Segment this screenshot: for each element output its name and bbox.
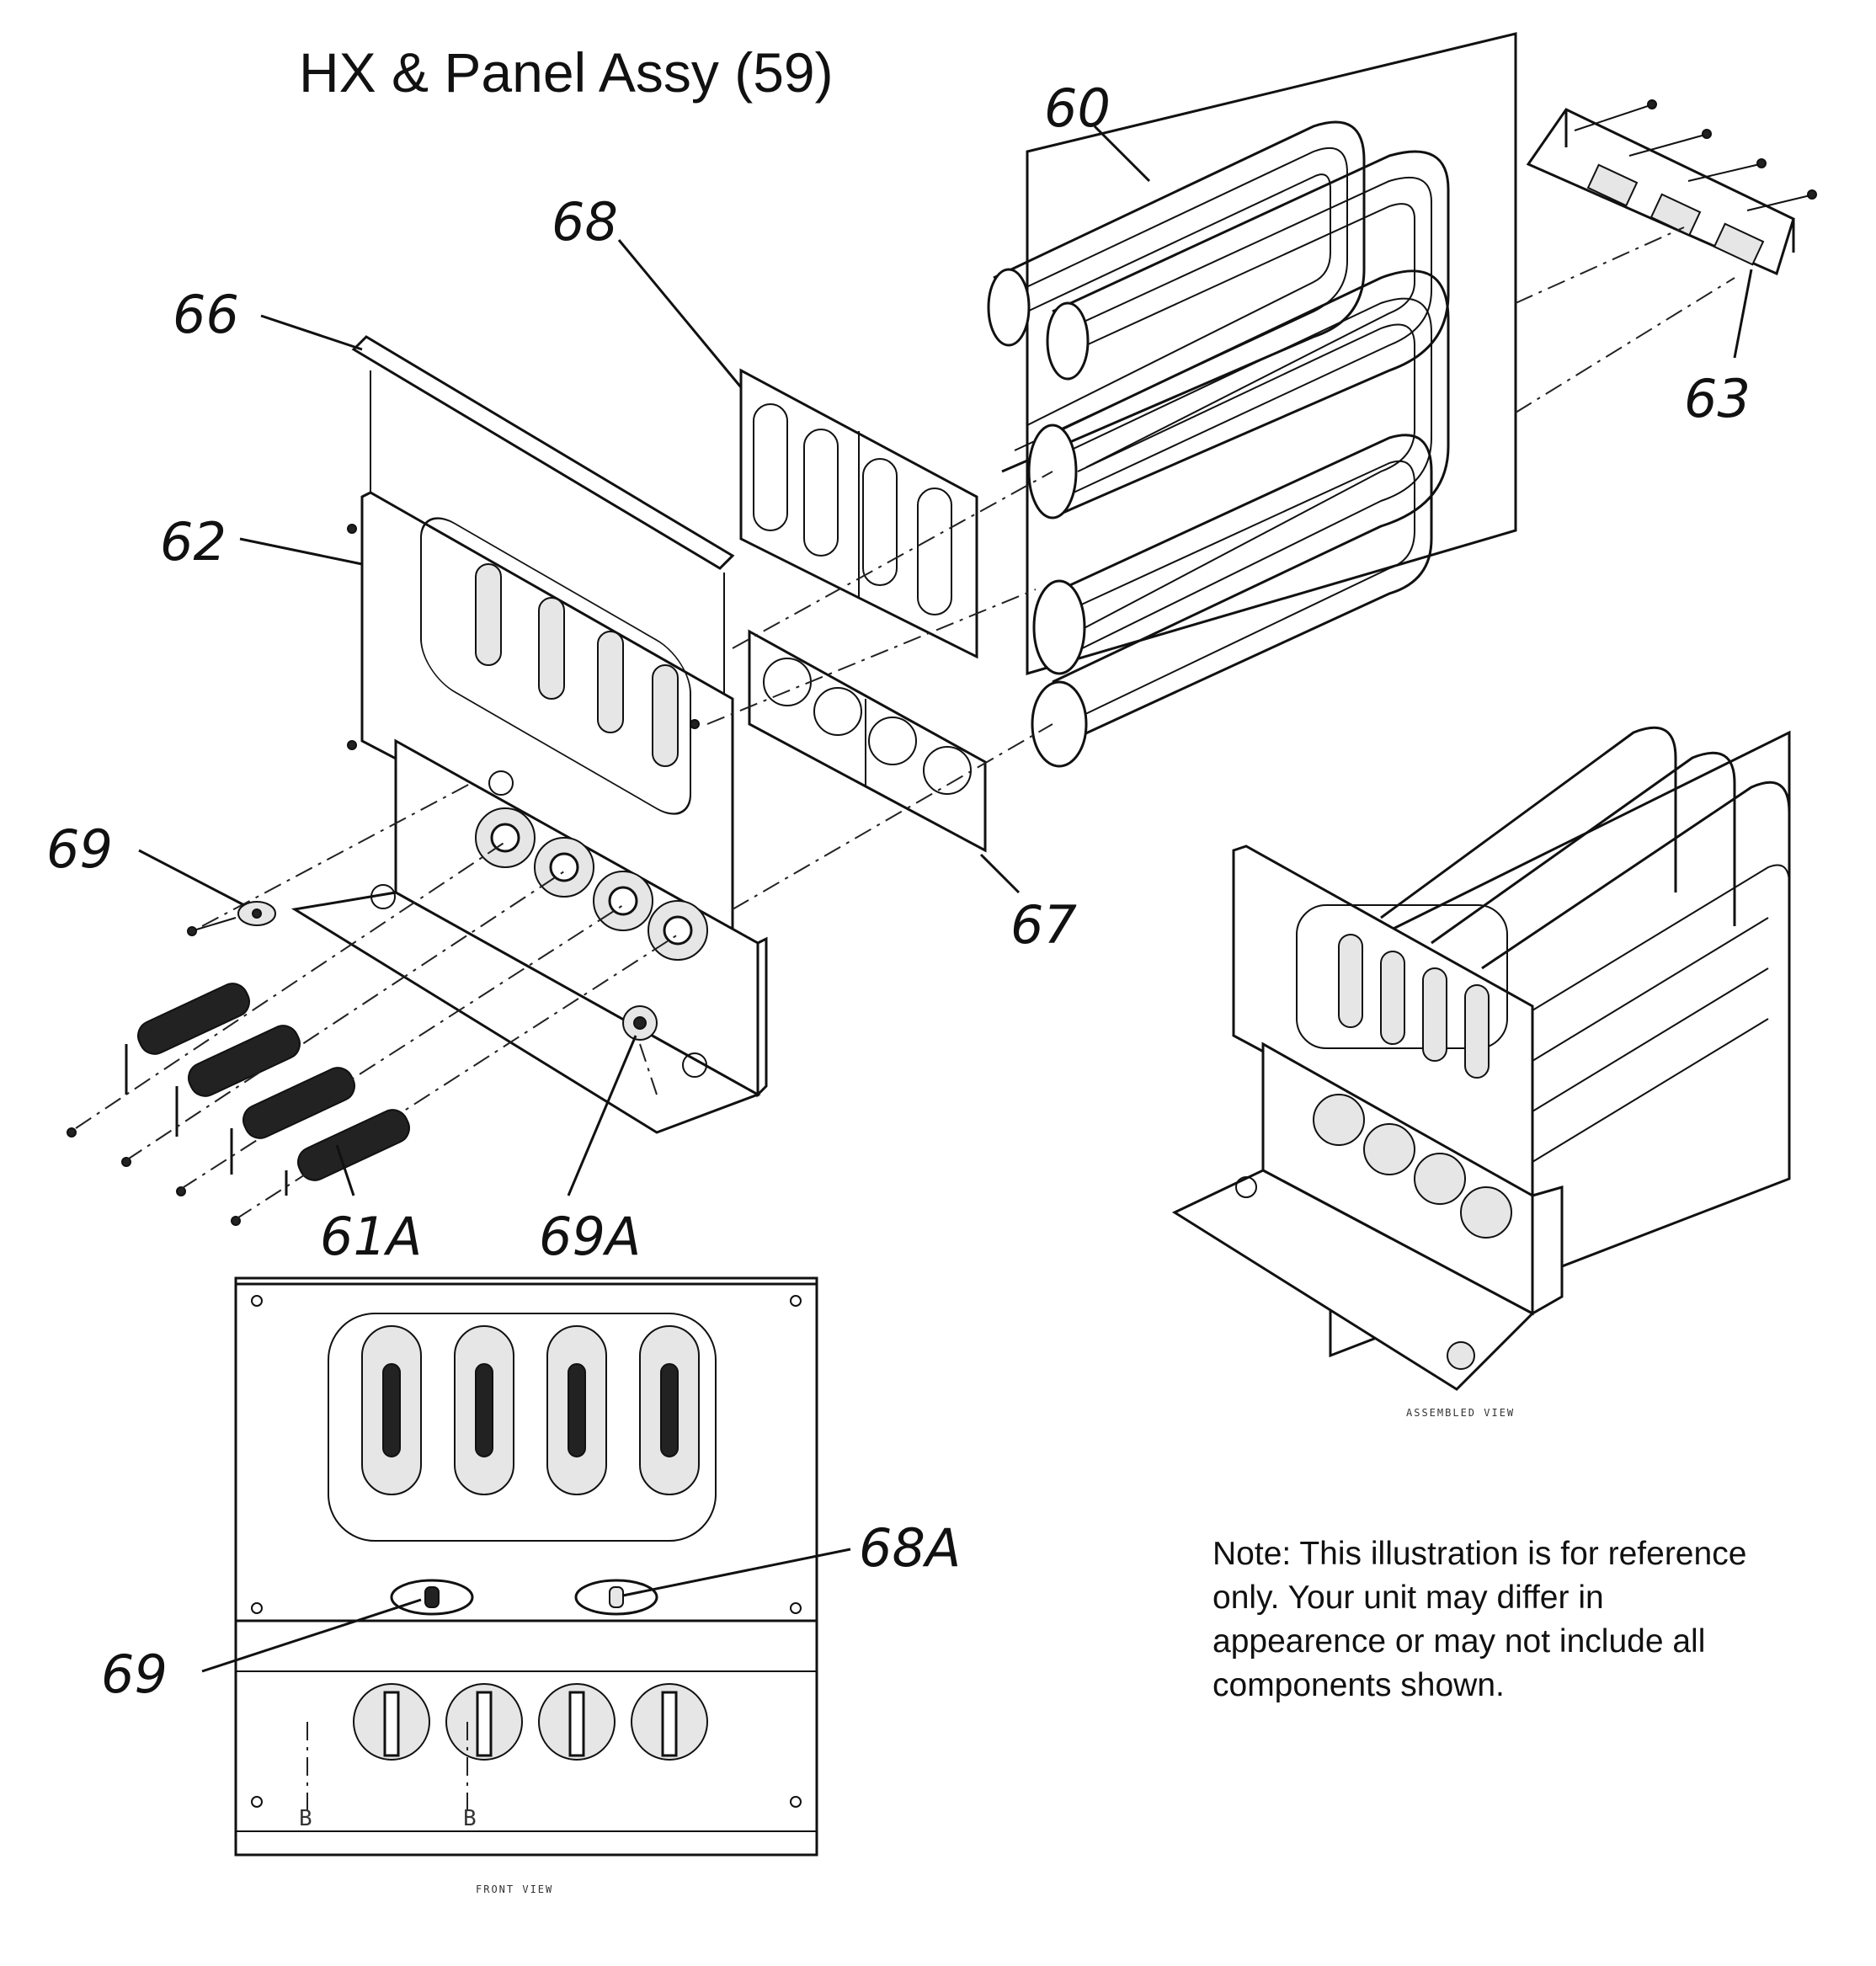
gasket-67: [748, 629, 987, 853]
callout-60: 60: [1044, 77, 1111, 139]
front-burner-openings: [361, 1325, 700, 1495]
top-panel-66: [351, 335, 735, 699]
front-limit-switches: [390, 1579, 658, 1616]
assembled-view-caption: ASSEMBLED VIEW: [1406, 1407, 1515, 1419]
burner: [285, 1109, 410, 1196]
callout-63: 63: [1684, 368, 1751, 429]
front-marker-b1: B: [299, 1806, 314, 1831]
limit-switch-69: [187, 901, 276, 936]
assembly-lines: [75, 471, 1053, 1220]
callout-62: 62: [160, 511, 227, 573]
coil-1: [987, 120, 1366, 473]
callout-68: 68: [552, 191, 618, 253]
front-view: B B FRONT VIEW: [234, 1276, 818, 1895]
page-title: HX & Panel Assy (59): [299, 41, 834, 104]
bracket-63: [1515, 99, 1817, 413]
callout-61a: 61A: [320, 1206, 422, 1267]
heat-exchanger-60: [987, 32, 1517, 768]
assembled-coils: [1380, 726, 1791, 1163]
callout-67: 67: [1010, 894, 1077, 956]
reference-note: Note: This illustration is for reference…: [1212, 1536, 1747, 1703]
main-panel-62: [347, 491, 734, 937]
base-tray: [290, 738, 768, 1134]
callout-69a: 69A: [539, 1206, 641, 1267]
front-inducer-fans: [353, 1683, 708, 1761]
callout-69-top: 69: [46, 818, 113, 880]
burner-openings: [475, 563, 679, 767]
callout-66: 66: [173, 284, 239, 345]
burner: [125, 983, 250, 1095]
assembled-view: ASSEMBLED VIEW: [1171, 726, 1791, 1419]
front-marker-b2: B: [463, 1806, 478, 1831]
callout-69-bottom: 69: [101, 1644, 168, 1705]
leader-lines: [138, 125, 1753, 1673]
burners-61A: [67, 983, 410, 1226]
callout-labels: 60 68 66 62 63 69 67 61A 69A 68A 69: [46, 77, 1751, 1705]
coil-4: [1031, 434, 1433, 768]
gasket-68: [739, 368, 978, 659]
callout-68a: 68A: [859, 1517, 961, 1579]
front-view-caption: FRONT VIEW: [476, 1883, 553, 1895]
burner: [175, 1025, 301, 1137]
